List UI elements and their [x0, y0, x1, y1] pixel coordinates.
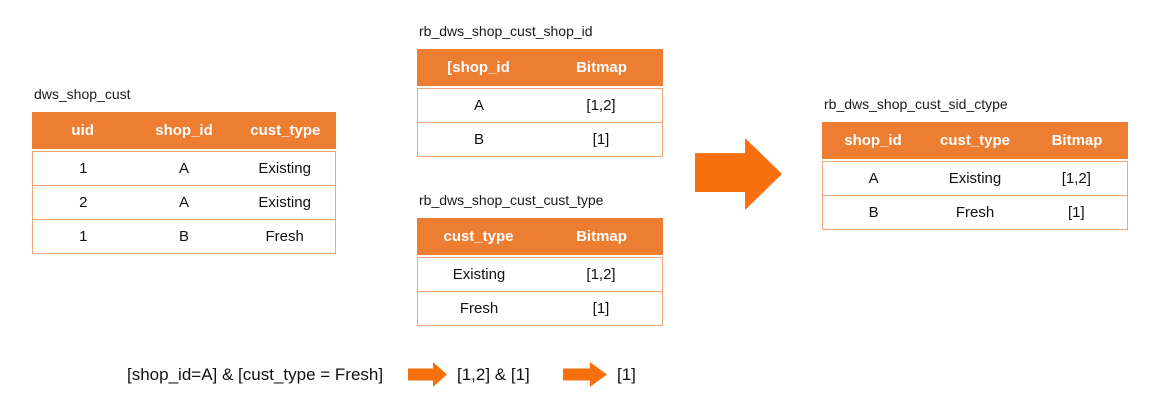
- table-cell: A: [473, 97, 484, 114]
- table-row: Fresh [1]: [418, 292, 662, 325]
- table-row: Existing [1,2]: [418, 258, 662, 292]
- table-cell: Fresh: [955, 204, 995, 221]
- table-title: rb_dws_shop_cust_cust_type: [419, 192, 604, 208]
- table-cell: 1: [79, 228, 88, 245]
- table-row: 1 A Existing: [33, 152, 335, 186]
- table-cell: B: [179, 228, 190, 245]
- table-cell: A: [179, 160, 190, 177]
- column-header: cust_type: [939, 132, 1011, 149]
- table-title: rb_dws_shop_cust_shop_id: [419, 23, 593, 39]
- table-cell: Fresh: [459, 300, 499, 317]
- table-body: A [1,2] B [1]: [417, 88, 663, 157]
- step-arrow-icon: [408, 362, 447, 387]
- table-body: A Existing [1,2] B Fresh [1]: [822, 161, 1128, 230]
- table-cell: 1: [79, 160, 88, 177]
- column-header: cust_type: [250, 122, 321, 139]
- table-cell: [1]: [592, 300, 610, 317]
- table-cell: B: [868, 204, 879, 221]
- table-cell: Existing: [258, 160, 311, 177]
- column-header: [shop_id: [447, 59, 510, 76]
- table: shop_id cust_type Bitmap A Existing [1,2…: [822, 122, 1128, 230]
- table-cell: [1,2]: [586, 266, 616, 283]
- table-cell: Existing: [452, 266, 506, 283]
- table: uid shop_id cust_type 1 A Existing 2 A E…: [32, 112, 336, 254]
- table-row: 2 A Existing: [33, 186, 335, 220]
- query-expression: [shop_id=A] & [cust_type = Fresh]: [127, 365, 384, 384]
- table: cust_type Bitmap Existing [1,2] Fresh [1…: [417, 218, 663, 326]
- intermediate-expression: [1,2] & [1]: [457, 365, 530, 384]
- column-header: Bitmap: [576, 59, 627, 76]
- table-row: A Existing [1,2]: [823, 162, 1127, 196]
- table-row: B [1]: [418, 123, 662, 156]
- table-cell: Fresh: [265, 228, 304, 245]
- table-cell: A: [868, 170, 879, 187]
- table-body: 1 A Existing 2 A Existing 1 B Fresh: [32, 151, 336, 254]
- table-row: A [1,2]: [418, 89, 662, 123]
- source-table-group: dws_shop_cust uid shop_id cust_type 1 A …: [32, 84, 336, 254]
- column-header: uid: [71, 122, 94, 139]
- table: [shop_id Bitmap A [1,2] B [1]: [417, 49, 663, 157]
- table-cell: B: [473, 131, 484, 148]
- table-cell: Existing: [258, 194, 311, 211]
- table-cell: [1,2]: [1061, 170, 1091, 187]
- column-header: Bitmap: [1051, 132, 1103, 149]
- table-title: dws_shop_cust: [34, 86, 131, 102]
- column-header: shop_id: [155, 122, 213, 139]
- table-header-row: shop_id cust_type Bitmap: [822, 122, 1128, 159]
- combined-index-table-group: rb_dws_shop_cust_sid_ctype shop_id cust_…: [822, 94, 1128, 230]
- table-body: Existing [1,2] Fresh [1]: [417, 257, 663, 326]
- merge-arrow-icon: [695, 138, 782, 210]
- table-cell: [1]: [1067, 204, 1085, 221]
- table-cell: [1]: [592, 131, 610, 148]
- table-title: rb_dws_shop_cust_sid_ctype: [824, 96, 1008, 112]
- table-header-row: cust_type Bitmap: [417, 218, 663, 255]
- result-expression: [1]: [617, 365, 636, 384]
- table-cell: [1,2]: [586, 97, 616, 114]
- table-cell: 2: [79, 194, 88, 211]
- table-header-row: uid shop_id cust_type: [32, 112, 336, 149]
- table-row: B Fresh [1]: [823, 196, 1127, 229]
- cust-type-index-table-group: rb_dws_shop_cust_cust_type cust_type Bit…: [417, 190, 663, 326]
- column-header: Bitmap: [576, 228, 627, 245]
- shop-id-index-table-group: rb_dws_shop_cust_shop_id [shop_id Bitmap…: [417, 21, 663, 157]
- table-cell: Existing: [948, 170, 1002, 187]
- table-header-row: [shop_id Bitmap: [417, 49, 663, 86]
- column-header: cust_type: [443, 228, 514, 245]
- table-row: 1 B Fresh: [33, 220, 335, 253]
- table-cell: A: [179, 194, 190, 211]
- column-header: shop_id: [844, 132, 902, 149]
- step-arrow-icon: [563, 362, 607, 387]
